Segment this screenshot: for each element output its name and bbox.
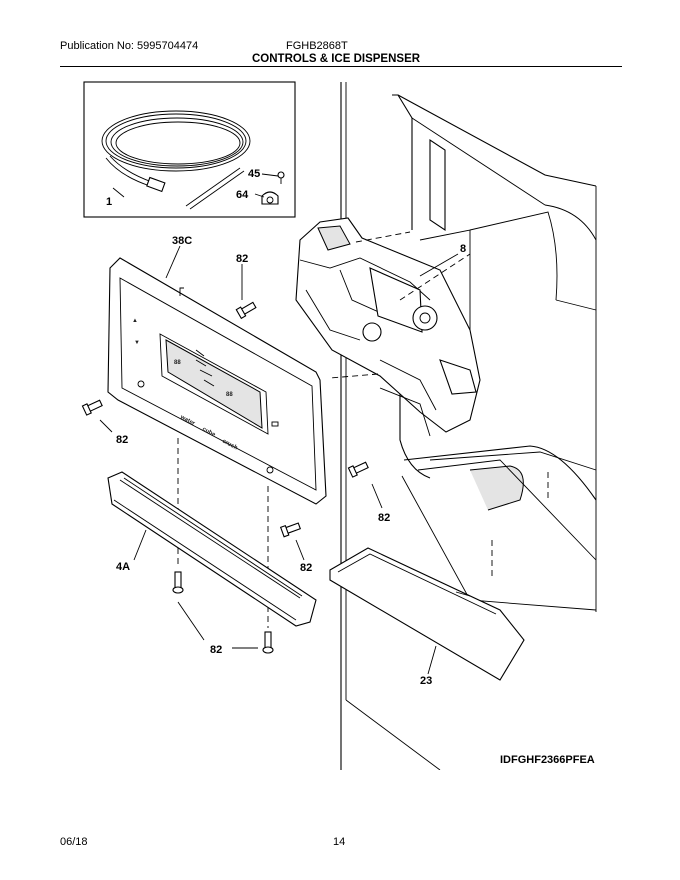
- callout-82-top: 82: [236, 253, 248, 265]
- panel-digits-left: 88: [174, 360, 181, 366]
- footer-date: 06/18: [60, 836, 88, 848]
- callout-4a: 4A: [116, 561, 130, 573]
- callout-38c: 38C: [172, 235, 192, 247]
- callout-23: 23: [420, 675, 432, 687]
- leader-lines: [99, 245, 459, 675]
- publication-number: Publication No: 5995704474: [60, 40, 199, 52]
- callout-8: 8: [460, 243, 466, 255]
- model-number: FGHB2868T: [286, 40, 348, 52]
- page-number: 14: [333, 836, 346, 848]
- assembly-guides: [177, 231, 549, 628]
- control-panel: 88 88 ▲ ▼ water cube crush: [107, 257, 327, 505]
- callout-1: 1: [106, 196, 112, 208]
- callout-82-right: 82: [378, 512, 390, 524]
- callout-64: 64: [236, 189, 249, 201]
- exploded-parts-diagram: 88 88 ▲ ▼ water cube crush: [81, 81, 597, 770]
- callout-45: 45: [248, 168, 260, 180]
- svg-text:▼: ▼: [134, 340, 140, 346]
- diagram-id: IDFGHF2366PFEA: [500, 754, 595, 766]
- page-title: CONTROLS & ICE DISPENSER: [252, 53, 421, 65]
- svg-text:▲: ▲: [132, 318, 138, 324]
- callout-82-left: 82: [116, 434, 128, 446]
- tubing-kit-inset: [83, 81, 296, 218]
- drip-tray: [329, 547, 525, 681]
- callout-82-bottom: 82: [210, 644, 222, 656]
- callout-82-mid: 82: [300, 562, 312, 574]
- dispenser-housing: [295, 217, 481, 437]
- panel-digits-right: 88: [226, 392, 233, 398]
- dispenser-trim: [107, 471, 317, 627]
- cabinet-outline: [340, 82, 597, 770]
- screws: [81, 301, 369, 654]
- header-rule: [60, 66, 622, 67]
